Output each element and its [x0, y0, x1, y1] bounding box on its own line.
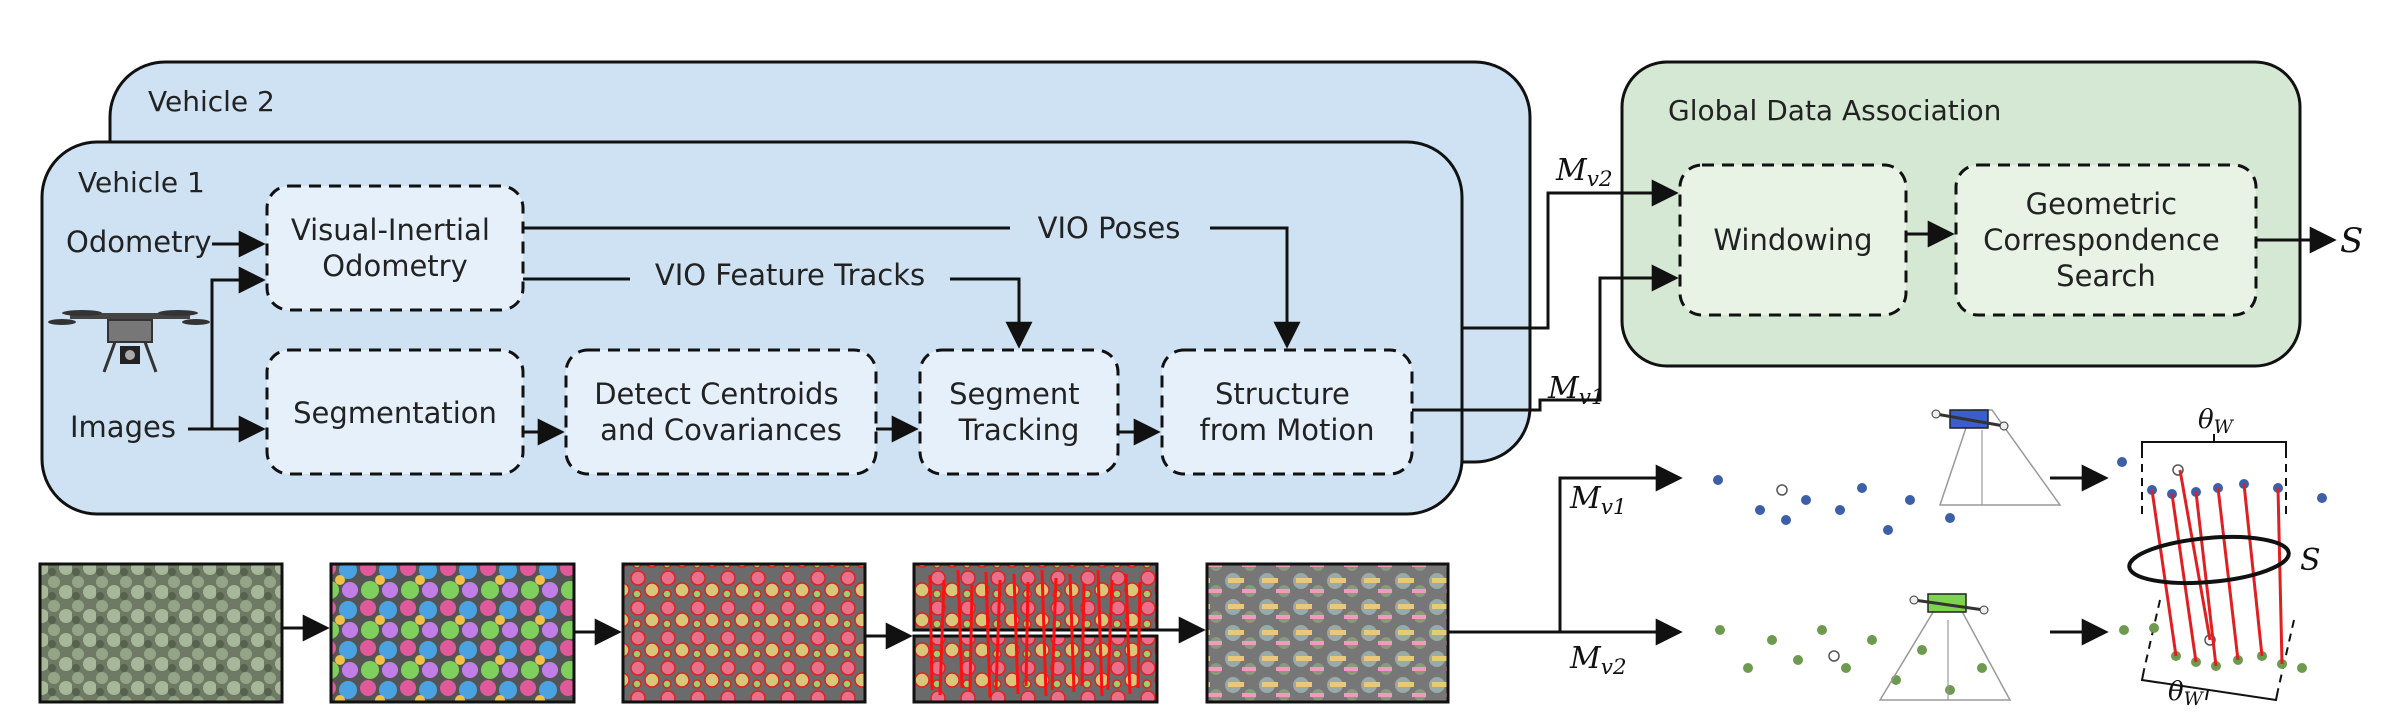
- tracking-lines: [928, 569, 1142, 699]
- map-v1-label: Mv1: [1547, 371, 1605, 410]
- centroids-image: [621, 562, 867, 704]
- geometric-correspondence-search-label: Geometric Correspondence Search: [1983, 187, 2229, 293]
- vio-feature-tracks-label: VIO Feature Tracks: [655, 258, 925, 292]
- segmentation-module-label: Segmentation: [293, 396, 497, 430]
- structure-from-motion-module: [1160, 348, 1414, 476]
- map-v2-label: Mv2: [1555, 153, 1613, 192]
- segmented-image: [329, 562, 576, 704]
- global-arrows: [1412, 179, 2337, 412]
- raw-aerial-image: [38, 562, 284, 704]
- windowing-module: [1678, 163, 1908, 317]
- correspondence-illustration: [2117, 434, 2327, 702]
- segment-tracking-module-label: Segment Tracking: [949, 377, 1089, 447]
- segmentation-module: [265, 348, 525, 476]
- output-s-label: S: [2340, 221, 2363, 261]
- segment-tracking-module: [918, 348, 1120, 476]
- detect-centroids-module-label: Detect Centroids and Covariances: [594, 377, 848, 447]
- tracking-image-bottom: [912, 634, 1159, 704]
- tracking-image-top: [912, 562, 1159, 632]
- strip-map-v2-label: Mv2: [1569, 641, 1627, 680]
- drone-icon: [48, 310, 210, 373]
- images-input-label: Images: [70, 410, 176, 444]
- windowing-module-label: Windowing: [1713, 223, 1872, 257]
- vio-module: [265, 184, 525, 312]
- image-strip: [38, 562, 1450, 704]
- drone-v2-icon: [1878, 593, 2012, 701]
- vio-poses-label: VIO Poses: [1038, 211, 1181, 245]
- structure-from-motion-module-label: Structure from Motion: [1199, 377, 1374, 447]
- structure-image: [1205, 562, 1450, 704]
- illustration-arrows: [2050, 464, 2109, 646]
- image-strip-arrows: [282, 464, 1683, 650]
- vehicle-2-landmarks: [1715, 625, 1987, 695]
- set-s-label: S: [2300, 543, 2321, 578]
- pipeline-arrows: [188, 226, 1301, 446]
- odometry-input-label: Odometry: [66, 225, 212, 259]
- vehicle-1-label: Vehicle 1: [78, 166, 205, 199]
- detect-centroids-module: [564, 348, 878, 476]
- strip-map-v1-label: Mv1: [1569, 481, 1627, 520]
- vehicle-2-label: Vehicle 2: [148, 85, 275, 118]
- global-data-association-title: Global Data Association: [1668, 94, 2001, 127]
- drone-v1-icon: [1931, 409, 2062, 506]
- vehicle-1-landmarks: [1713, 475, 1955, 535]
- theta-w-bottom-label: θW: [2168, 677, 2205, 710]
- theta-w-top-label: θW: [2198, 405, 2235, 438]
- correspondence-lines: [2150, 469, 2284, 667]
- vio-module-label: Visual-Inertial Odometry: [291, 213, 499, 283]
